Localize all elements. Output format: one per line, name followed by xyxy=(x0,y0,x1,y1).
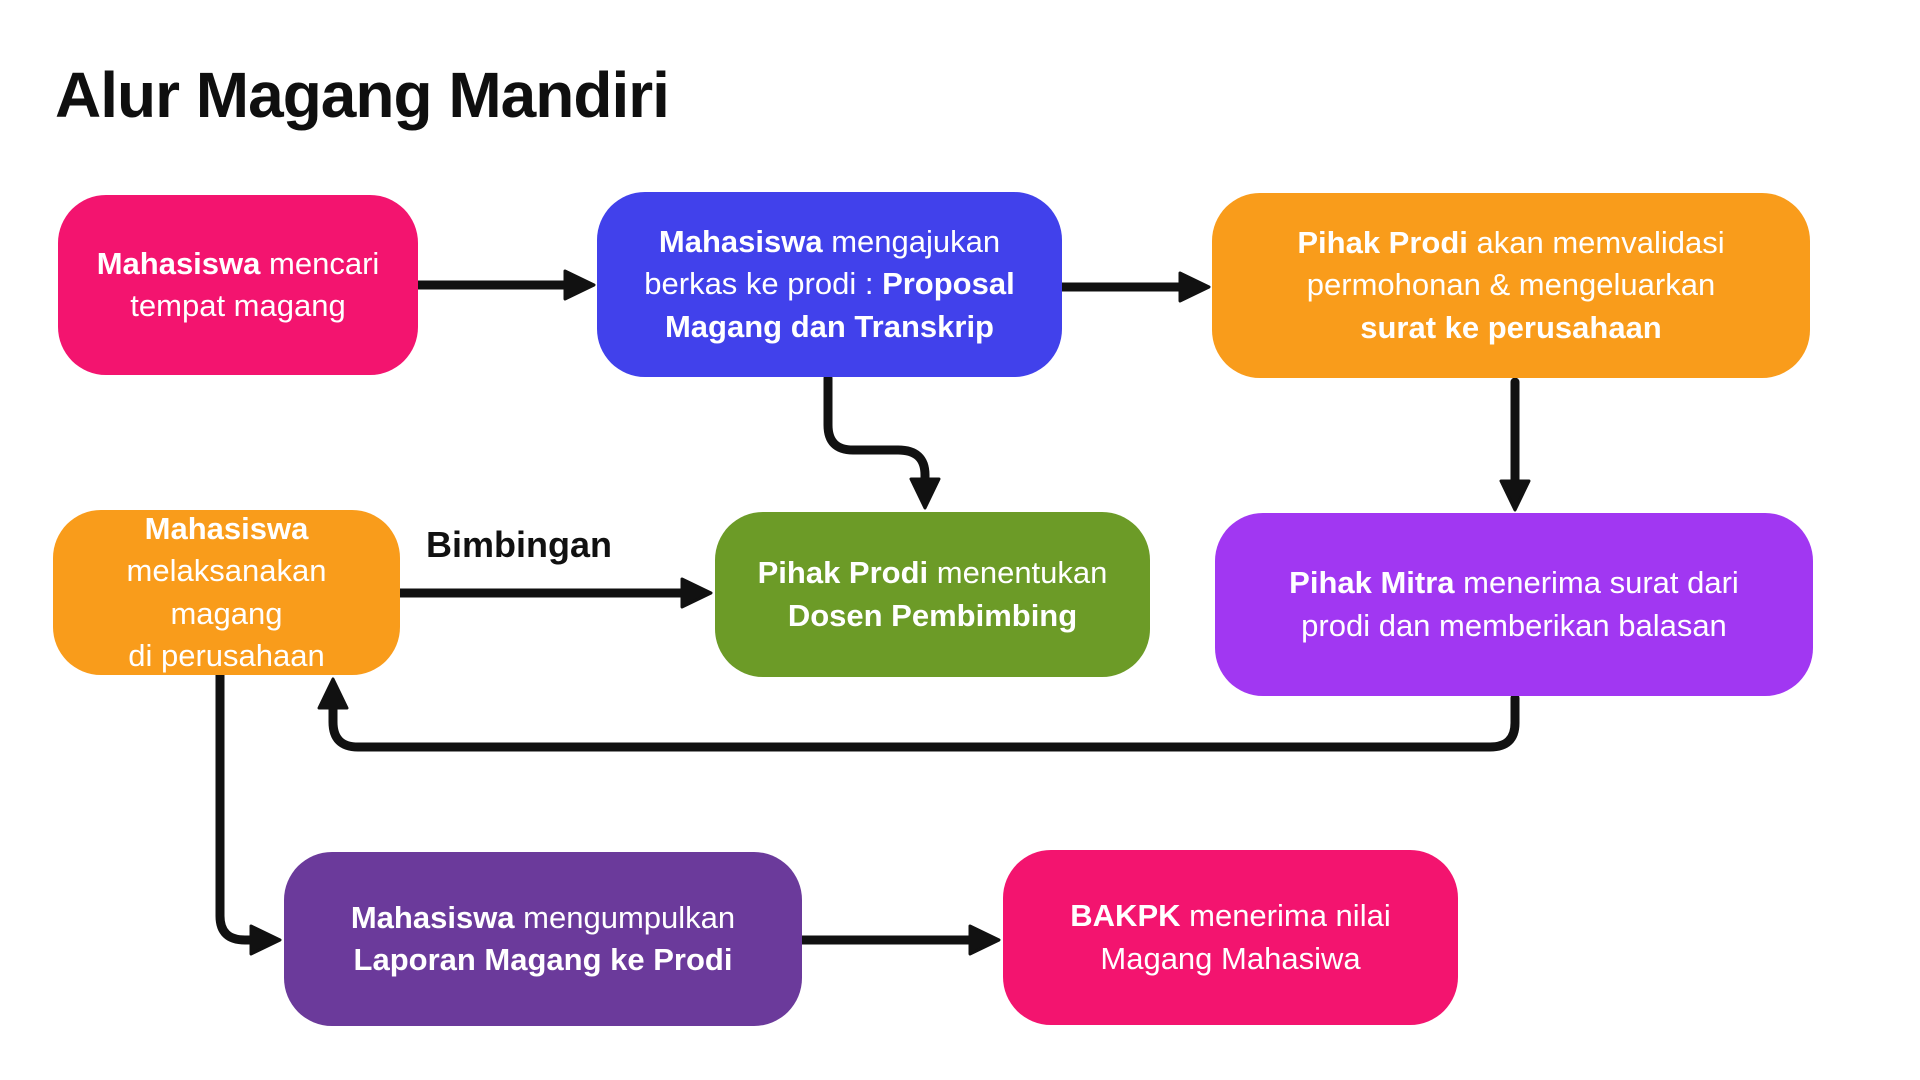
arrow-mitra-return-to-laksanakan xyxy=(317,677,1520,752)
node-bakpk-menerima-nilai: BAKPK menerima nilai Magang Mahasiwa xyxy=(1003,850,1458,1025)
edge-label-bimbingan: Bimbingan xyxy=(426,524,612,565)
node-pihak-mitra-menerima-surat: Pihak Mitra menerima surat dari prodi da… xyxy=(1215,513,1813,696)
node-pihak-prodi-memvalidasi: Pihak Prodi akan memvalidasi permohonan … xyxy=(1212,193,1810,378)
arrow-laksanakan-to-laporan xyxy=(215,670,282,956)
node-mahasiswa-mencari-tempat-magang: Mahasiswa mencari tempat magang xyxy=(58,195,418,375)
node-mahasiswa-mengumpulkan-laporan: Mahasiswa mengumpulkan Laporan Magang ke… xyxy=(284,852,802,1026)
arrow-ajukan-to-dosen xyxy=(823,373,941,510)
page-title: Alur Magang Mandiri xyxy=(55,59,670,131)
node-mahasiswa-melaksanakan-magang: Mahasiswa melaksanakan magang di perusah… xyxy=(53,510,400,675)
node-mahasiswa-mengajukan-berkas: Mahasiswa mengajukan berkas ke prodi : P… xyxy=(597,192,1062,377)
node-pihak-prodi-menentukan-dosen: Pihak Prodi menentukan Dosen Pembimbing xyxy=(715,512,1150,677)
